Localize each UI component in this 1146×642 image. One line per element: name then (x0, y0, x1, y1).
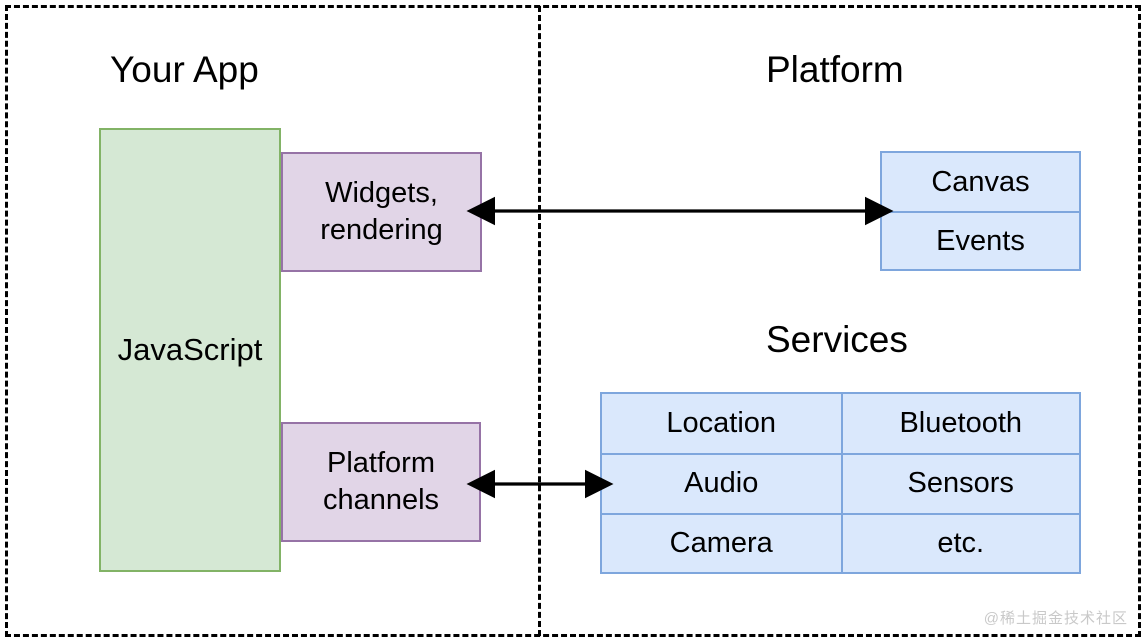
platform-cell-canvas: Canvas (931, 165, 1030, 198)
services-table-row: Camera etc. (602, 512, 1080, 572)
services-cell-bluetooth: Bluetooth (840, 394, 1080, 454)
services-cell-location: Location (666, 407, 777, 440)
javascript-block-label: JavaScript (117, 332, 263, 367)
widgets-rendering-box: Widgets, rendering (281, 152, 482, 272)
platform-channels-line-2: channels (322, 484, 440, 516)
platform-channels-label: Platform channels (323, 445, 439, 519)
services-cell-sensors: Sensors (840, 455, 1080, 513)
section-title-your-app: Your App (110, 49, 259, 90)
widgets-rendering-line-1: Widgets, (325, 177, 438, 209)
widgets-rendering-line-2: rendering (320, 214, 443, 246)
services-table-row: Location Bluetooth (602, 394, 1080, 454)
bidirectional-arrow-icon-widgets-canvas (466, 196, 894, 226)
platform-channels-box: Platform channels (281, 422, 481, 542)
platform-cell-events: Events (882, 211, 1079, 269)
services-table: Location Bluetooth Audio Sensors Camera … (600, 392, 1081, 574)
vertical-dashed-divider (538, 6, 541, 636)
watermark-text: @稀土掘金技术社区 (983, 610, 1128, 627)
bidirectional-arrow-icon-channels-services (466, 469, 614, 499)
services-cell-etc: etc. (840, 514, 1080, 572)
platform-canvas-events-panel: Canvas Events (880, 151, 1081, 271)
services-table-row: Audio Sensors (602, 453, 1080, 513)
javascript-block: JavaScript (99, 128, 281, 572)
widgets-rendering-label: Widgets, rendering (320, 175, 443, 249)
section-title-platform: Platform (766, 49, 904, 90)
platform-channels-line-1: Platform (327, 447, 435, 479)
section-title-services: Services (766, 319, 908, 360)
services-cell-camera: Camera (669, 526, 773, 559)
services-cell-audio: Audio (684, 467, 759, 500)
